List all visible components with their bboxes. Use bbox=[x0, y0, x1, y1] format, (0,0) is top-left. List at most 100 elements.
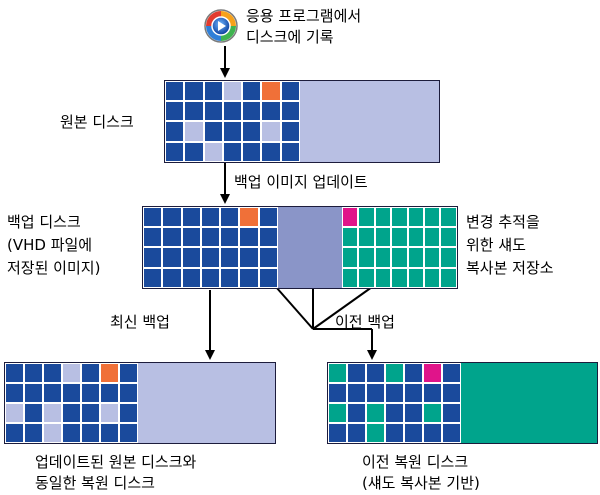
updated-restore-label-line2: 동일한 복원 디스크 bbox=[35, 474, 155, 492]
updated-restore-disk-blocks bbox=[5, 363, 138, 443]
disk-block bbox=[62, 363, 81, 383]
disk-block bbox=[119, 383, 138, 403]
shadow-copy-label-line3: 복사본 저장소 bbox=[466, 259, 554, 277]
disk-block bbox=[442, 423, 461, 443]
disk-block bbox=[347, 403, 366, 423]
disk-block bbox=[261, 101, 281, 122]
disk-block bbox=[280, 121, 301, 142]
shadow-copy-label-line1: 변경 추적을 bbox=[466, 213, 540, 231]
top-app-label-line1: 응용 프로그램에서 bbox=[246, 7, 362, 25]
disk-block bbox=[222, 101, 243, 122]
disk-block bbox=[374, 227, 392, 248]
disk-block bbox=[358, 207, 375, 228]
disk-block bbox=[391, 207, 408, 228]
disk-block bbox=[391, 227, 408, 248]
disk-block bbox=[242, 101, 262, 122]
disk-block bbox=[203, 81, 223, 102]
disk-block bbox=[404, 423, 423, 443]
disk-block bbox=[200, 247, 221, 268]
disk-block bbox=[423, 423, 442, 443]
original-disk-blocks bbox=[165, 81, 301, 162]
disk-block bbox=[258, 267, 279, 288]
disk-block bbox=[261, 81, 281, 102]
disk-block bbox=[5, 363, 24, 383]
disk-block bbox=[62, 383, 81, 403]
disk-block bbox=[442, 403, 461, 423]
disk-block bbox=[203, 141, 223, 162]
disk-block bbox=[261, 141, 281, 162]
disk-block bbox=[358, 267, 375, 288]
disk-block bbox=[407, 247, 424, 268]
disk-block bbox=[385, 363, 404, 383]
shadow-copy-label-line2: 위한 섀도 bbox=[466, 236, 526, 254]
disk-block bbox=[200, 207, 221, 228]
disk-block bbox=[358, 247, 375, 268]
disk-block bbox=[100, 363, 119, 383]
disk-block bbox=[100, 423, 119, 443]
updated-restore-label-line1: 업데이트된 원본 디스크와 bbox=[35, 453, 197, 471]
disk-block bbox=[366, 403, 385, 423]
disk-block bbox=[143, 227, 163, 248]
disk-block bbox=[347, 363, 366, 383]
disk-block bbox=[203, 121, 223, 142]
disk-block bbox=[81, 423, 100, 443]
disk-block bbox=[62, 403, 81, 423]
disk-block bbox=[239, 207, 259, 228]
disk-block bbox=[442, 383, 461, 403]
disk-block bbox=[407, 207, 424, 228]
previous-backup-label: 이전 백업 bbox=[335, 313, 395, 331]
disk-block bbox=[342, 227, 359, 248]
previous-restore-label-line1: 이전 복원 디스크 bbox=[362, 453, 469, 471]
disk-block bbox=[203, 101, 223, 122]
disk-block bbox=[62, 423, 81, 443]
disk-block bbox=[220, 207, 240, 228]
disk-block bbox=[143, 247, 163, 268]
disk-block bbox=[239, 247, 259, 268]
disk-block bbox=[407, 227, 424, 248]
disk-block bbox=[423, 267, 441, 288]
disk-block bbox=[119, 403, 138, 423]
disk-block bbox=[220, 227, 240, 248]
disk-block bbox=[5, 383, 24, 403]
backup-disk-label-line2: (VHD 파일에 bbox=[7, 236, 93, 254]
disk-block bbox=[440, 267, 457, 288]
disk-block bbox=[162, 207, 182, 228]
disk-block bbox=[328, 383, 347, 403]
disk-block bbox=[43, 383, 62, 403]
disk-block bbox=[220, 247, 240, 268]
disk-block bbox=[385, 383, 404, 403]
disk-block bbox=[81, 403, 100, 423]
disk-block bbox=[366, 423, 385, 443]
disk-block bbox=[423, 363, 442, 383]
disk-block bbox=[423, 207, 441, 228]
disk-block bbox=[374, 247, 392, 268]
disk-block bbox=[222, 81, 243, 102]
disk-block bbox=[280, 101, 301, 122]
original-disk-label: 원본 디스크 bbox=[60, 113, 134, 131]
disk-block bbox=[184, 81, 204, 102]
disk-block bbox=[181, 207, 201, 228]
previous-restore-disk-blocks bbox=[328, 363, 461, 443]
top-app-label-line2: 디스크에 기록 bbox=[246, 28, 334, 46]
disk-block bbox=[391, 267, 408, 288]
disk-block bbox=[220, 267, 240, 288]
disk-block bbox=[440, 207, 457, 228]
disk-block bbox=[423, 247, 441, 268]
disk-block bbox=[440, 227, 457, 248]
disk-block bbox=[374, 267, 392, 288]
disk-block bbox=[81, 383, 100, 403]
connector-backup-to-previous-right bbox=[312, 286, 373, 330]
disk-block bbox=[404, 363, 423, 383]
disk-block bbox=[280, 81, 301, 102]
disk-block bbox=[184, 101, 204, 122]
previous-restore-label-line2: (섀도 복사본 기반) bbox=[362, 474, 480, 492]
disk-block bbox=[342, 247, 359, 268]
disk-block bbox=[280, 141, 301, 162]
backup-disk-label-line3: 저장된 이미지) bbox=[7, 259, 101, 277]
disk-block bbox=[43, 403, 62, 423]
disk-block bbox=[119, 423, 138, 443]
disk-block bbox=[162, 227, 182, 248]
disk-block bbox=[239, 227, 259, 248]
disk-block bbox=[165, 141, 185, 162]
disk-block bbox=[165, 81, 185, 102]
